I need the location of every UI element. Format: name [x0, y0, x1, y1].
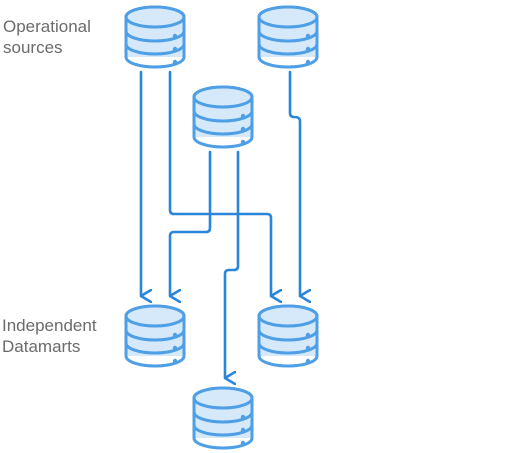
source-database-icon-1	[124, 5, 186, 69]
datamart-database-icon-2	[257, 304, 319, 368]
source-database-icon-3	[192, 85, 254, 149]
datamarts-label-line1: Independent	[2, 316, 97, 335]
arrow-source1-to-mart2	[168, 70, 271, 296]
datamart-database-icon-1	[124, 304, 186, 368]
arrow-source3-to-mart3	[223, 150, 240, 378]
datamarts-label-line2: Datamarts	[2, 337, 80, 356]
flow-arrows	[139, 70, 300, 378]
datamart-database-icon-3	[192, 386, 254, 450]
arrow-source3-to-mart1	[168, 150, 212, 296]
sources-label-line1: Operational	[3, 17, 91, 36]
sources-label-line2: sources	[3, 38, 63, 57]
arrow-source2-to-mart2	[288, 70, 300, 296]
source-database-icon-2	[257, 5, 319, 69]
